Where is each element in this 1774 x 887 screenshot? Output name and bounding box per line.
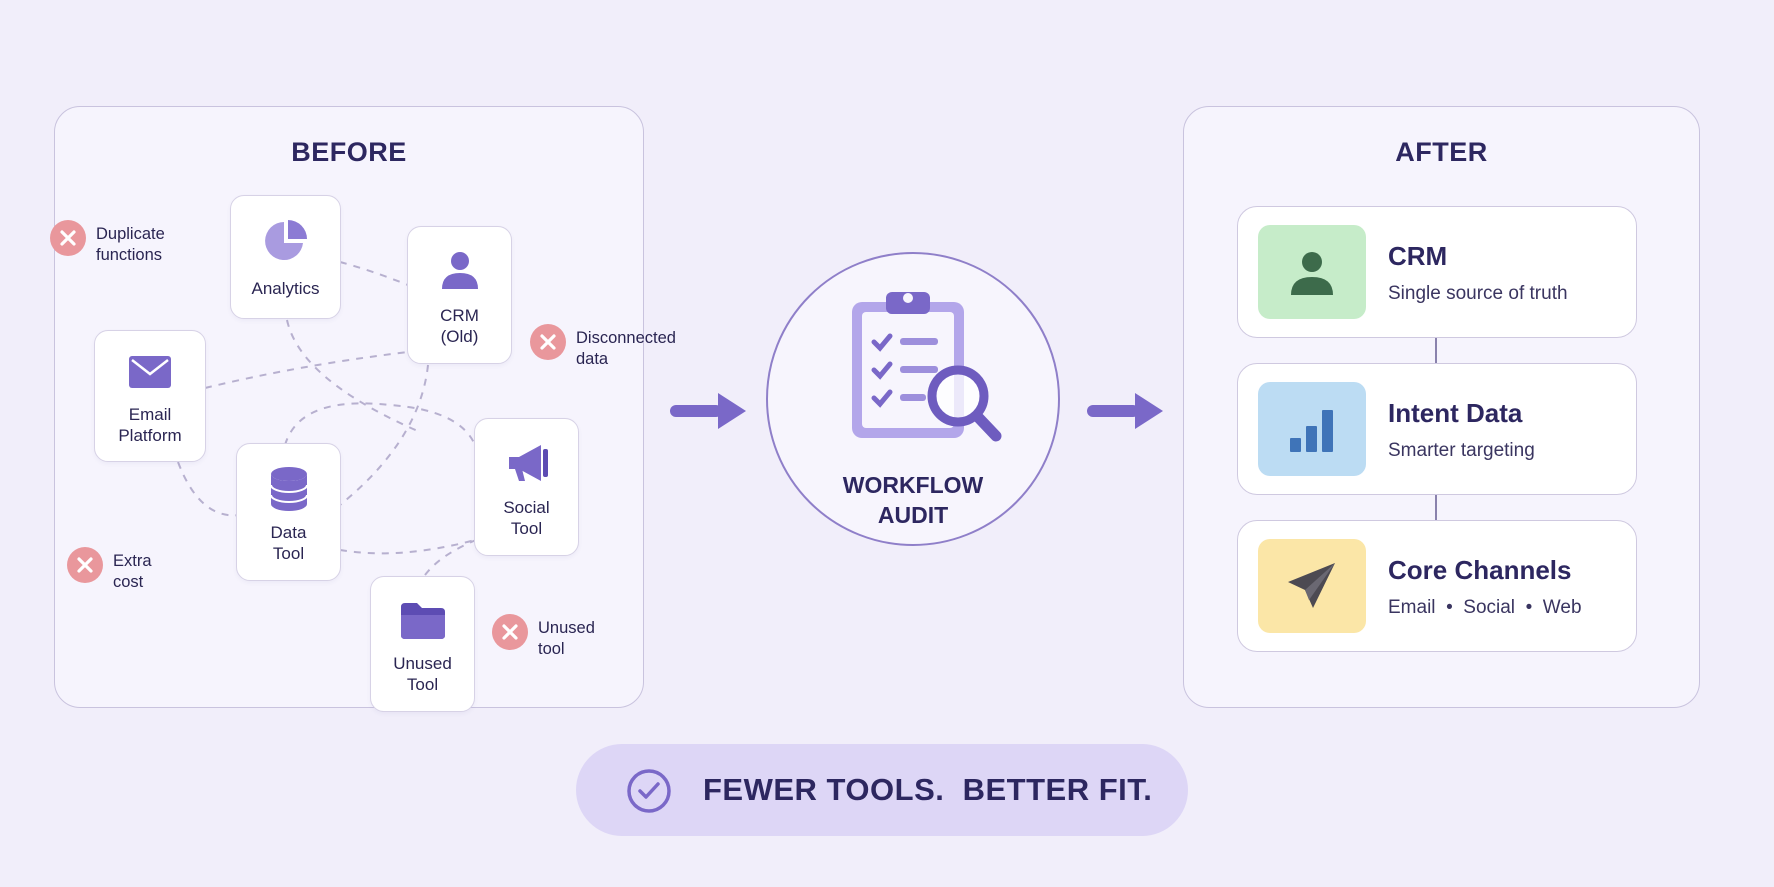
before-title: BEFORE xyxy=(291,137,407,167)
workflow-audit: WORKFLOW AUDIT xyxy=(766,252,1060,546)
tool-social-tool: Social Tool xyxy=(474,418,579,556)
audit-label: WORKFLOW AUDIT xyxy=(842,472,984,528)
card-connector xyxy=(1435,338,1437,364)
issue-text: Disconnected data xyxy=(576,329,676,368)
tool-label: Analytics xyxy=(251,279,320,298)
card-connector xyxy=(1435,495,1437,521)
user-icon xyxy=(441,252,478,289)
folder-icon xyxy=(400,603,445,639)
pie-chart-icon xyxy=(264,220,307,260)
check-circle-icon xyxy=(627,769,671,813)
tool-label: Data Tool xyxy=(270,523,307,563)
paper-plane-icon xyxy=(1288,563,1335,608)
database-icon xyxy=(269,467,308,511)
issue-text: Extra cost xyxy=(113,552,152,591)
issue-disconnected-data: Disconnected data xyxy=(530,324,676,370)
issue-extra-cost: Extra cost xyxy=(67,547,152,593)
tool-crm-old: CRM (Old) xyxy=(407,226,512,364)
x-icon xyxy=(502,624,518,640)
card-subtitle: Smarter targeting xyxy=(1388,440,1535,461)
megaphone-icon xyxy=(508,445,548,481)
x-icon xyxy=(540,334,556,350)
card-intent-data: Intent Data Smarter targeting xyxy=(1237,363,1637,495)
summary-banner: FEWER TOOLS. BETTER FIT. xyxy=(576,744,1188,836)
card-core-channels: Core Channels Email • Social • Web xyxy=(1237,520,1637,652)
tool-label: CRM (Old) xyxy=(440,306,479,346)
clipboard-magnifier-icon xyxy=(852,292,1002,442)
issue-unused-tool: Unused tool xyxy=(492,614,595,660)
envelope-icon xyxy=(129,356,171,388)
issue-text: Duplicate functions xyxy=(96,225,165,264)
tool-label: Email Platform xyxy=(118,405,182,445)
card-title: Intent Data xyxy=(1388,398,1523,428)
card-title: CRM xyxy=(1388,241,1448,271)
tool-label: Unused Tool xyxy=(393,654,452,694)
user-icon xyxy=(1291,252,1333,295)
card-icon-box xyxy=(1258,225,1366,319)
card-icon-box xyxy=(1258,539,1366,633)
tool-data-tool: Data Tool xyxy=(236,443,341,581)
after-title: AFTER xyxy=(1395,137,1488,167)
banner-text: FEWER TOOLS. BETTER FIT. xyxy=(703,772,1153,807)
tool-analytics: Analytics xyxy=(230,195,341,319)
card-subtitle: Single source of truth xyxy=(1388,283,1568,304)
tool-unused-tool: Unused Tool xyxy=(370,576,475,712)
bar-chart-icon xyxy=(1290,410,1333,452)
tool-label: Social Tool xyxy=(503,498,550,538)
arrow-right-icon xyxy=(1087,393,1163,429)
x-icon xyxy=(77,557,93,573)
card-subtitle: Email • Social • Web xyxy=(1388,597,1582,618)
issue-duplicate-functions: Duplicate functions xyxy=(50,220,165,266)
card-crm: CRM Single source of truth xyxy=(1237,206,1637,338)
issue-text: Unused tool xyxy=(538,619,595,658)
card-icon-box xyxy=(1258,382,1366,476)
card-title: Core Channels xyxy=(1388,555,1572,585)
x-icon xyxy=(60,230,76,246)
tool-email-platform: Email Platform xyxy=(94,330,206,462)
arrow-right-icon xyxy=(670,393,746,429)
